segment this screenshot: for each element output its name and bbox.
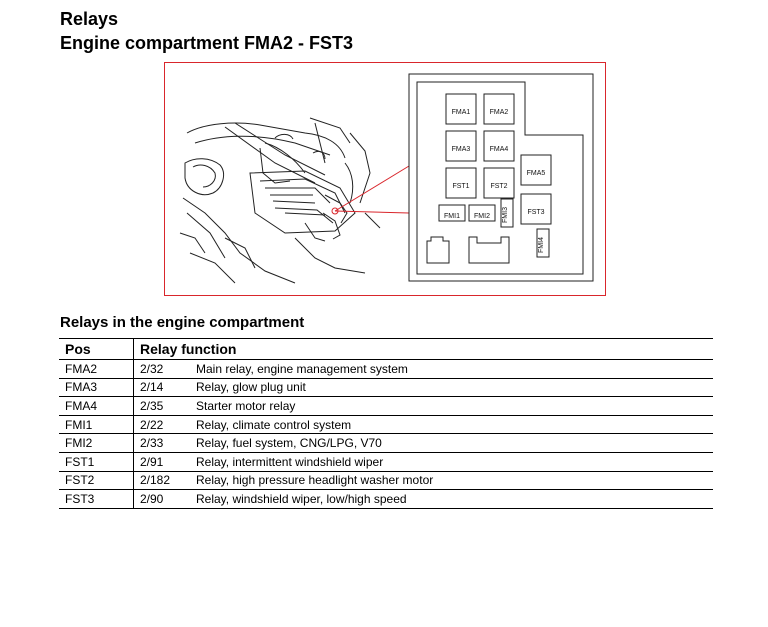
relay-label-fma4: FMA4 (490, 146, 509, 153)
cell-code: 2/32 (133, 359, 190, 379)
cell-function: Relay, glow plug unit (190, 378, 713, 398)
relay-label-fst1: FST1 (452, 183, 469, 190)
cell-function: Relay, climate control system (190, 415, 713, 435)
cell-code: 2/33 (133, 433, 190, 453)
cell-function: Main relay, engine management system (190, 359, 713, 379)
relay-label-fma3: FMA3 (452, 146, 471, 153)
cell-pos: FMI1 (59, 415, 134, 435)
relay-label-fmi4: FMI4 (538, 237, 545, 253)
cell-function: Relay, fuel system, CNG/LPG, V70 (190, 433, 713, 453)
cell-code: 2/90 (133, 489, 190, 509)
pointer-lines (331, 165, 410, 215)
table-header-row: Pos Relay function (59, 338, 713, 360)
relay-label-fma5: FMA5 (527, 170, 546, 177)
relay-label-fmi2: FMI2 (474, 213, 490, 220)
cell-code: 2/14 (133, 378, 190, 398)
page-subtitle: Engine compartment FMA2 - FST3 (60, 33, 354, 53)
relay-label-fma1: FMA1 (452, 109, 471, 116)
cell-pos: FST1 (59, 452, 134, 472)
cell-pos: FST2 (59, 471, 134, 491)
cell-function: Starter motor relay (190, 396, 713, 416)
cell-function: Relay, intermittent windshield wiper (190, 452, 713, 472)
relay-label-fst2: FST2 (490, 183, 507, 190)
cell-pos: FMA3 (59, 378, 134, 398)
cell-function: Relay, windshield wiper, low/high speed (190, 489, 713, 509)
relay-slots (438, 93, 552, 258)
relay-label-fmi1: FMI1 (444, 213, 460, 220)
cell-pos: FMI2 (59, 433, 134, 453)
relay-label-fst3: FST3 (527, 209, 544, 216)
cell-code: 2/22 (133, 415, 190, 435)
connector-shapes (426, 236, 510, 264)
header-relay-function: Relay function (133, 338, 713, 360)
cell-pos: FMA4 (59, 396, 134, 416)
cell-code: 2/35 (133, 396, 190, 416)
relay-label-fmi3: FMI3 (502, 207, 509, 223)
cell-code: 2/91 (133, 452, 190, 472)
page-title: Relays (60, 9, 119, 29)
cell-code: 2/182 (133, 471, 190, 491)
cell-pos: FMA2 (59, 359, 134, 379)
cell-pos: FST3 (59, 489, 134, 509)
engine-illustration (179, 117, 381, 284)
section-title: Relays in the engine compartment (60, 314, 305, 331)
relay-box-outline (408, 73, 594, 282)
cell-function: Relay, high pressure headlight washer mo… (190, 471, 713, 491)
header-pos: Pos (59, 338, 134, 360)
relay-label-fma2: FMA2 (490, 109, 509, 116)
